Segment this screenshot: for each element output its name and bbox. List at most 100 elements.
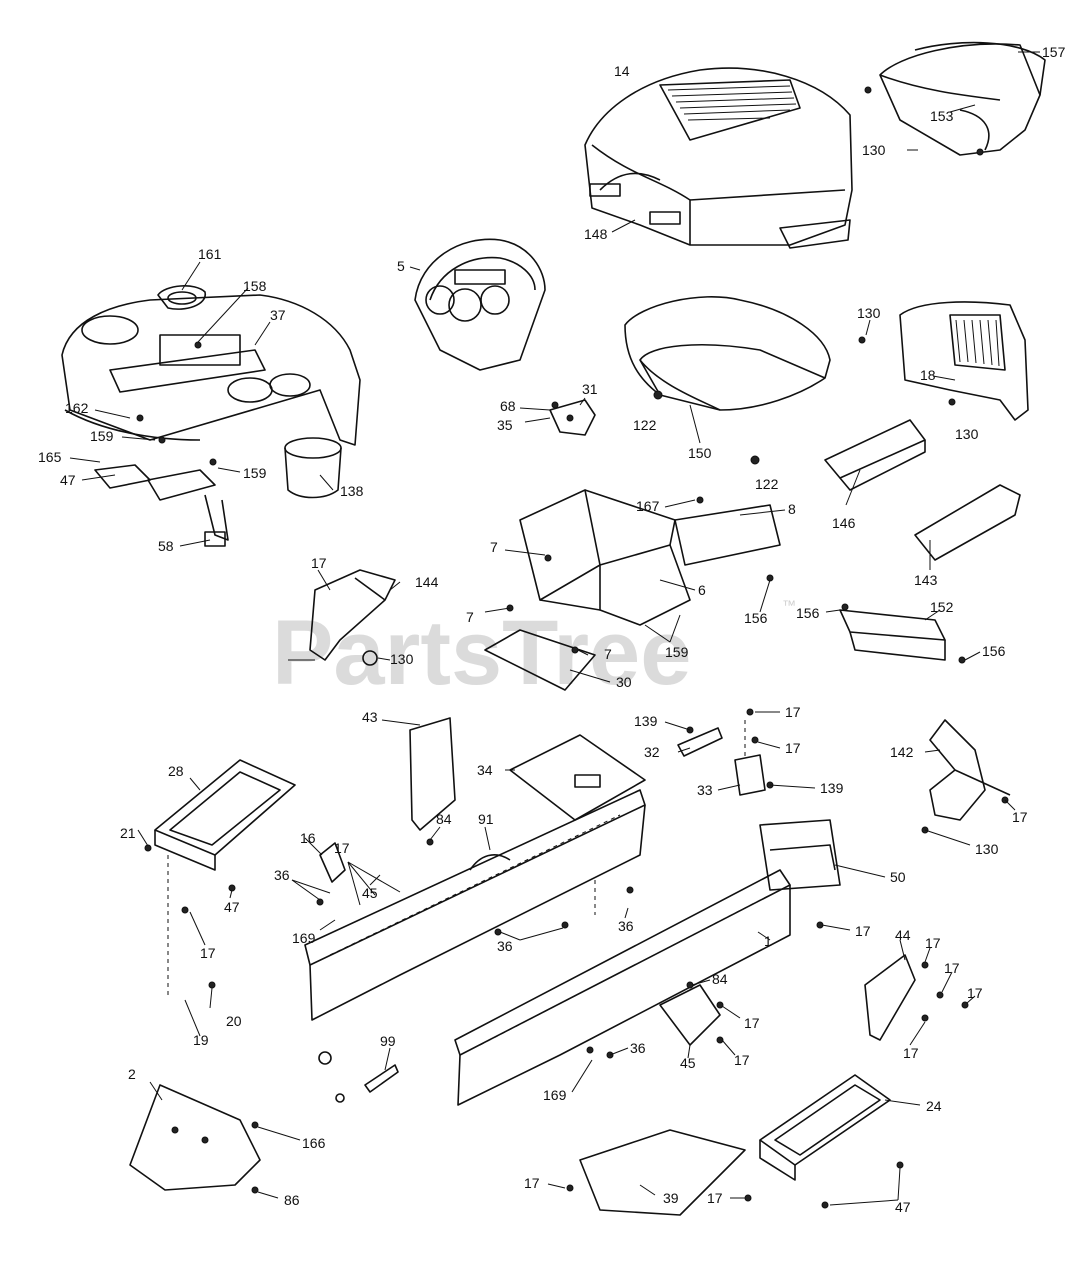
callout-45: 45	[362, 885, 378, 901]
callout-130: 130	[975, 841, 999, 857]
part-frame-right	[454, 869, 791, 1106]
callout-47: 47	[60, 472, 76, 488]
callout-99: 99	[380, 1033, 396, 1049]
callout-37: 37	[270, 307, 286, 323]
callout-47: 47	[895, 1199, 911, 1215]
callout-17: 17	[944, 960, 960, 976]
callout-150: 150	[688, 445, 712, 461]
callout-50: 50	[890, 869, 906, 885]
part-fender-bracket	[94, 464, 229, 547]
part-lever-32	[677, 727, 766, 796]
callout-166: 166	[302, 1135, 326, 1151]
callout-labels: 157 14 153 130 148 5 161 158 37 162 159 …	[38, 44, 1066, 1215]
callout-14: 14	[614, 63, 630, 79]
part-bracket-146	[824, 419, 926, 491]
callout-130: 130	[955, 426, 979, 442]
part-footrest-right	[759, 1074, 891, 1181]
callout-158: 158	[243, 278, 267, 294]
callout-30: 30	[616, 674, 632, 690]
callout-36: 36	[618, 918, 634, 934]
callout-130: 130	[862, 142, 886, 158]
part-plate-30	[484, 629, 596, 691]
part-hood	[584, 67, 853, 249]
callout-5: 5	[397, 258, 405, 274]
part-cup-holder	[284, 437, 342, 499]
callout-91: 91	[478, 811, 494, 827]
part-bracket-31	[549, 399, 596, 436]
callout-32: 32	[644, 744, 660, 760]
callout-17: 17	[707, 1190, 723, 1206]
callout-148: 148	[584, 226, 608, 242]
callout-156: 156	[982, 643, 1006, 659]
callout-45: 45	[680, 1055, 696, 1071]
part-front-bracket	[759, 819, 841, 891]
callout-2: 2	[128, 1066, 136, 1082]
callout-39: 39	[663, 1190, 679, 1206]
callout-169: 169	[543, 1087, 567, 1103]
callout-17: 17	[744, 1015, 760, 1031]
part-plate-2	[129, 1084, 261, 1191]
callout-24: 24	[926, 1098, 942, 1114]
callout-36: 36	[274, 867, 290, 883]
callout-84: 84	[712, 971, 728, 987]
callout-159: 159	[90, 428, 114, 444]
callout-6: 6	[698, 582, 706, 598]
callout-47: 47	[224, 899, 240, 915]
part-plate-34	[509, 734, 646, 821]
part-fuel-cap	[157, 285, 206, 310]
callout-167: 167	[636, 498, 660, 514]
callout-17: 17	[334, 840, 350, 856]
callout-153: 153	[930, 108, 954, 124]
callout-143: 143	[914, 572, 938, 588]
part-bracket-16	[319, 842, 346, 883]
callout-1: 1	[764, 933, 772, 949]
part-footrest-left	[154, 759, 296, 871]
callout-21: 21	[120, 825, 136, 841]
callout-35: 35	[497, 417, 513, 433]
callout-17: 17	[734, 1052, 750, 1068]
callout-36: 36	[497, 938, 513, 954]
callout-7: 7	[604, 646, 612, 662]
callout-17: 17	[785, 740, 801, 756]
part-frame-left	[304, 789, 646, 1021]
callout-58: 58	[158, 538, 174, 554]
part-front-grille	[899, 301, 1029, 421]
callout-138: 138	[340, 483, 364, 499]
callout-122: 122	[633, 417, 657, 433]
part-dash-panel	[414, 238, 546, 371]
part-bracket-43	[409, 717, 456, 831]
part-bracket-39	[579, 1129, 746, 1216]
part-dash-support	[519, 489, 781, 626]
callout-139: 139	[634, 713, 658, 729]
callout-18: 18	[920, 367, 936, 383]
part-hood-grille-frame	[864, 41, 1046, 156]
callout-68: 68	[500, 398, 516, 414]
callout-7: 7	[490, 539, 498, 555]
callout-139: 139	[820, 780, 844, 796]
callout-44: 44	[895, 927, 911, 943]
part-panel-143	[914, 484, 1021, 561]
callout-20: 20	[226, 1013, 242, 1029]
part-bracket-45	[659, 984, 721, 1046]
callout-17: 17	[785, 704, 801, 720]
callout-159: 159	[243, 465, 267, 481]
leader-lines	[69, 51, 1040, 1206]
callout-161: 161	[198, 246, 222, 262]
callout-7: 7	[466, 609, 474, 625]
callout-165: 165	[38, 449, 62, 465]
callout-86: 86	[284, 1192, 300, 1208]
callout-156: 156	[744, 610, 768, 626]
callout-31: 31	[582, 381, 598, 397]
callout-17: 17	[200, 945, 216, 961]
callout-152: 152	[930, 599, 954, 615]
callout-17: 17	[967, 985, 983, 1001]
callout-33: 33	[697, 782, 713, 798]
part-bracket-144	[309, 569, 396, 666]
callout-146: 146	[832, 515, 856, 531]
callout-8: 8	[788, 501, 796, 517]
callout-34: 34	[477, 762, 493, 778]
callout-159: 159	[665, 644, 689, 660]
part-bracket-44	[864, 954, 916, 1041]
callout-17: 17	[1012, 809, 1028, 825]
